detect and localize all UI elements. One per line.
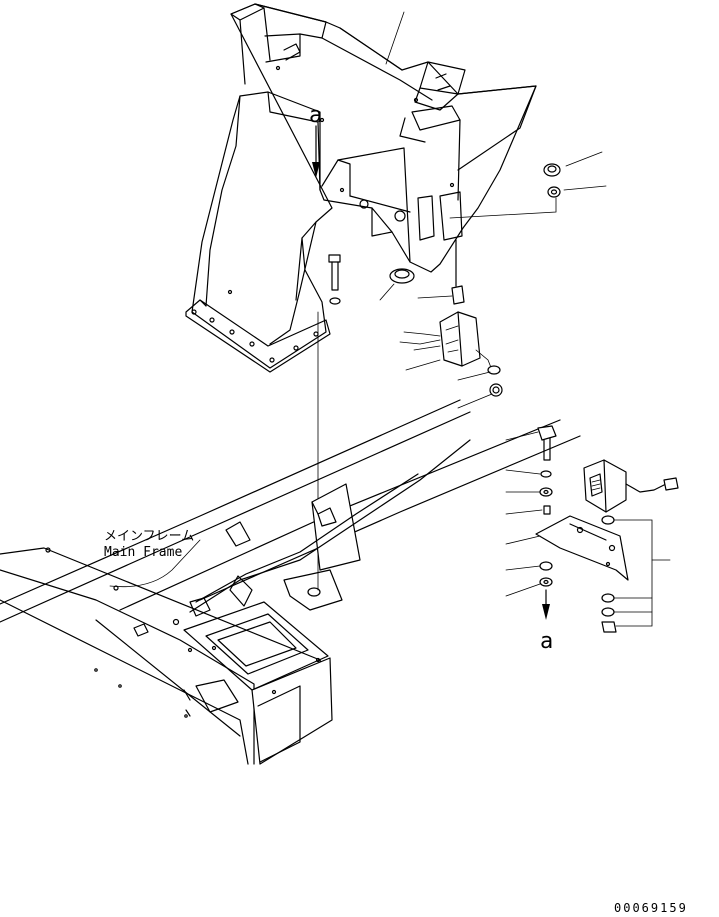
lamp-assembly [505,425,679,633]
drawing-number: 00069159 [614,901,688,915]
main-frame-label-jp: メインフレーム [104,529,194,544]
connector-plug [417,239,465,305]
main-frame [0,399,581,765]
view-arrow-top [312,125,320,178]
bolt-long [328,254,341,305]
nut-washer-upper [449,151,607,219]
main-frame-label-en: Main Frame [104,545,182,560]
work-lamp-mid [399,311,503,409]
view-ref-label-bottom: a [540,629,553,654]
grommet [379,268,415,301]
upper-bracket [185,3,537,373]
view-ref-label-top: a [309,103,322,128]
